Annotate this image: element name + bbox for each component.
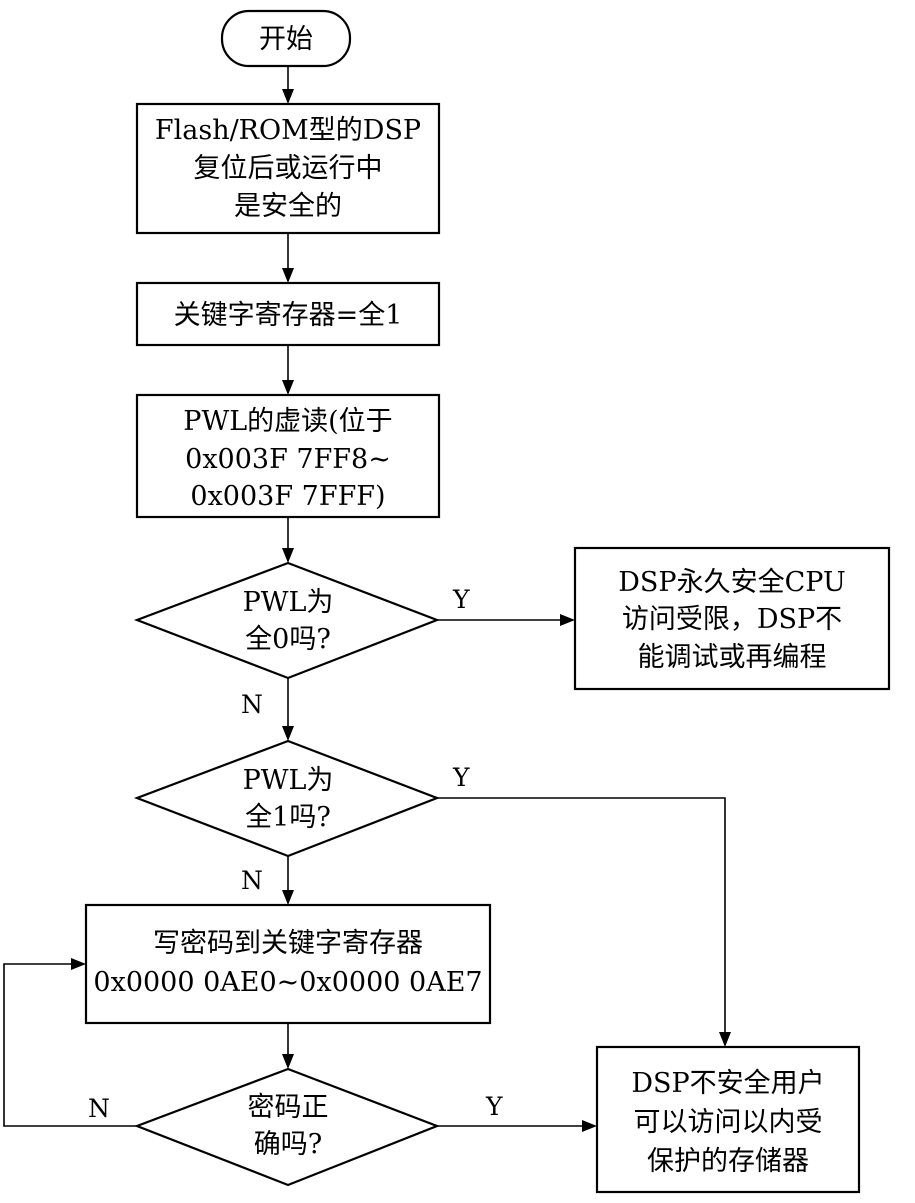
- keyreg-line-1: 关键字寄存器=全1: [174, 300, 403, 331]
- check-zero-line-1: PWL为: [243, 587, 334, 618]
- start-node: 开始: [220, 9, 352, 68]
- boot-line-1: Flash/ROM型的DSP: [155, 115, 421, 146]
- secure-forever-line-2: 访问受限，DSP不: [622, 604, 842, 635]
- arrowhead: [282, 890, 294, 905]
- check-one-line-2: 全1吗?: [245, 802, 331, 833]
- unsecure-node: DSP不安全用户 可以访问以内受 保护的存储器: [595, 1045, 861, 1194]
- secure-forever-line-3: 能调试或再编程: [638, 642, 827, 673]
- start-label: 开始: [259, 24, 313, 55]
- pwlread-node: PWL的虚读(位于 0x003F 7FF8~ 0x003F 7FFF): [135, 393, 441, 519]
- unsecure-line-2: 可以访问以内受: [634, 1107, 823, 1138]
- keyreg-box: [135, 281, 441, 347]
- edge-labels: Y N Y N Y N: [88, 585, 503, 1123]
- label-one-yes: Y: [452, 763, 470, 792]
- arrowhead: [71, 958, 86, 970]
- arrowhead: [582, 1120, 597, 1132]
- arrowhead: [282, 89, 294, 104]
- boot-line-2: 复位后或运行中: [194, 153, 383, 184]
- start-terminal: [220, 9, 352, 68]
- arrowhead: [560, 614, 575, 626]
- label-pwd-no: N: [88, 1094, 110, 1123]
- write-pwd-node: 写密码到关键字寄存器 0x0000 0AE0~0x0000 0AE7: [84, 903, 492, 1025]
- label-one-no: N: [241, 866, 263, 895]
- pwlread-line-2: 0x003F 7FF8~: [185, 444, 391, 475]
- unsecure-line-3: 保护的存储器: [647, 1146, 809, 1177]
- boot-node: Flash/ROM型的DSP 复位后或运行中 是安全的: [135, 102, 441, 235]
- check-pwd-diamond: [133, 1067, 441, 1187]
- check-zero-node: PWL为 全0吗?: [133, 561, 441, 680]
- pwlread-box: [135, 393, 441, 519]
- arrowhead: [282, 268, 294, 283]
- check-one-node: PWL为 全1吗?: [133, 739, 441, 858]
- unsecure-line-1: DSP不安全用户: [631, 1068, 824, 1099]
- pwlread-line-3: 0x003F 7FFF): [190, 481, 385, 512]
- check-pwd-line-2: 确吗?: [254, 1129, 322, 1160]
- write-pwd-box: [84, 903, 492, 1025]
- arrowhead: [282, 380, 294, 395]
- label-zero-no: N: [241, 690, 263, 719]
- secure-forever-node: DSP永久安全CPU 访问受限，DSP不 能调试或再编程: [573, 546, 891, 691]
- arrow-checkone-yes: [437, 797, 726, 1036]
- label-zero-yes: Y: [452, 585, 470, 614]
- boot-box: [135, 102, 441, 235]
- check-one-line-1: PWL为: [243, 765, 334, 796]
- arrowhead: [719, 1032, 731, 1047]
- check-pwd-line-1: 密码正: [248, 1092, 329, 1123]
- check-zero-diamond: [133, 561, 441, 680]
- arrowhead: [282, 1054, 294, 1069]
- secure-forever-line-1: DSP永久安全CPU: [618, 567, 845, 598]
- boot-line-3: 是安全的: [234, 191, 342, 222]
- label-pwd-yes: Y: [485, 1092, 503, 1121]
- write-pwd-line-1: 写密码到关键字寄存器: [153, 928, 423, 959]
- check-zero-line-2: 全0吗?: [245, 624, 331, 655]
- secure-forever-box: [573, 546, 891, 691]
- arrowhead: [282, 726, 294, 741]
- pwlread-line-1: PWL的虚读(位于: [183, 406, 392, 437]
- arrowhead: [282, 548, 294, 563]
- unsecure-box: [595, 1045, 861, 1194]
- arrow-checkpwd-no-loop: [3, 963, 137, 1127]
- connectors: [3, 66, 731, 1132]
- check-one-diamond: [133, 739, 441, 858]
- write-pwd-line-2: 0x0000 0AE0~0x0000 0AE7: [93, 967, 482, 998]
- keyreg-node: 关键字寄存器=全1: [135, 281, 441, 347]
- check-pwd-node: 密码正 确吗?: [133, 1067, 441, 1187]
